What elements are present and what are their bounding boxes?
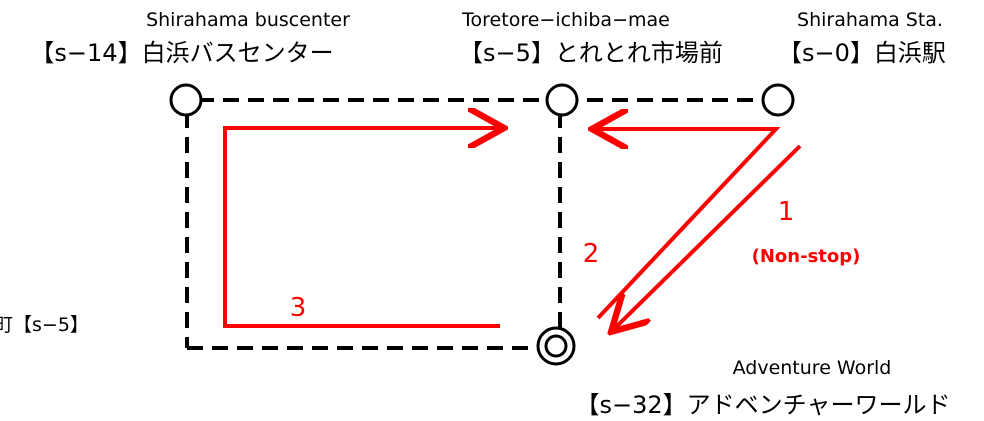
station-label-en: Shirahama Sta. [797, 9, 943, 31]
buscenter-label-jp: 【s−14】白浜バスセンター [30, 39, 333, 67]
route-2-number: 2 [583, 239, 600, 269]
road-network [185, 98, 778, 350]
ichiba-label-en: Toretore−ichiba−mae [461, 9, 670, 31]
stop-adventure [536, 326, 576, 366]
route-2-path [596, 129, 781, 320]
route-3-number: 3 [290, 293, 307, 323]
ichiba-label-jp: 【s−5】とれとれ市場前 [459, 39, 723, 67]
adventure-label-jp: 【s−32】アドベンチャーワールド [576, 391, 951, 419]
route-3-path [223, 128, 500, 328]
adventure-label-en: Adventure World [733, 357, 892, 379]
stop-station [761, 83, 795, 117]
buscenter-label-en: Shirahama buscenter [146, 9, 350, 31]
route-1-path [614, 144, 802, 329]
stop-adventure-inner [544, 334, 568, 358]
route-1-number: 1 [778, 197, 795, 227]
routes [223, 128, 802, 329]
stop-buscenter [169, 83, 203, 117]
station-label-jp: 【s−0】白浜駅 [778, 39, 946, 67]
stop-ichiba [545, 83, 579, 117]
route-1-note: (Non-stop) [752, 246, 861, 267]
cutoff-left-label: 町【s−5】 [0, 314, 89, 336]
